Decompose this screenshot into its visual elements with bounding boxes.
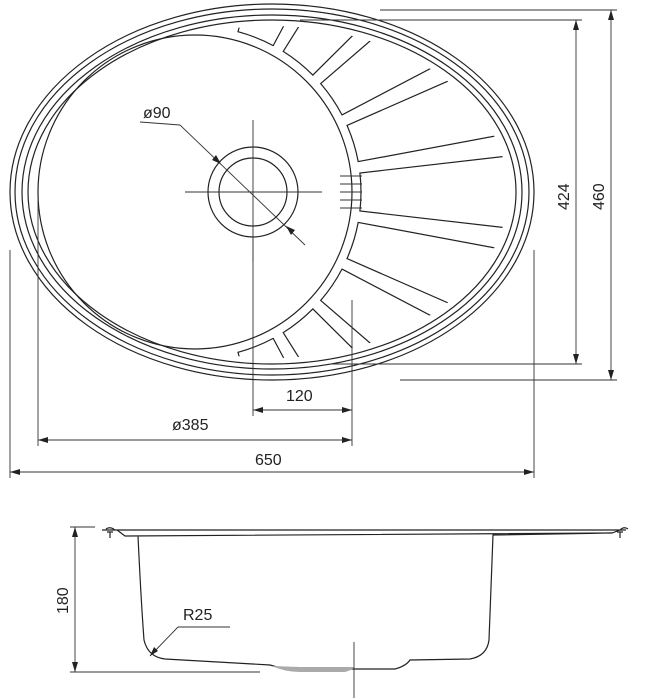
drain-hole — [185, 120, 322, 262]
label-corner-radius: R25 — [183, 607, 212, 624]
label-bowl-diameter: ø385 — [172, 417, 209, 434]
drainer-slot — [237, 337, 385, 358]
label-drain-diameter: ø90 — [143, 105, 171, 122]
dimension-bowl-diameter: ø385 — [37, 200, 352, 446]
drainer-slot — [319, 268, 508, 358]
drainer-slot — [319, 26, 508, 116]
side-profile — [102, 527, 629, 670]
drainer-slot — [359, 145, 508, 239]
drainer-slot — [237, 26, 385, 47]
label-bowl-depth: 180 — [55, 587, 72, 614]
top-view: ø90 120 ø385 650 — [9, 3, 617, 478]
dimension-drain-offset: 120 — [252, 238, 353, 446]
drainer-slot — [346, 30, 508, 163]
drain-outlet — [272, 666, 355, 672]
label-overall-width: 650 — [255, 452, 282, 469]
drainer-slot — [346, 221, 508, 354]
dimension-inner-depth: 424 — [300, 19, 582, 365]
label-inner-depth: 424 — [556, 183, 573, 210]
overflow-slots — [340, 175, 362, 209]
drainer-slot — [282, 26, 480, 76]
drainer-slot — [282, 308, 480, 358]
sink-rim — [9, 3, 535, 381]
label-overall-depth: 460 — [591, 183, 608, 210]
dimension-corner-radius: R25 — [149, 607, 230, 657]
dimension-bowl-depth: 180 — [55, 526, 260, 673]
side-view: 180 R25 — [55, 526, 629, 698]
label-drain-offset: 120 — [286, 388, 313, 405]
dimension-overall-depth: 460 — [380, 9, 617, 381]
drainer-ribs — [237, 26, 508, 358]
dimension-drain-diameter: ø90 — [139, 105, 306, 246]
